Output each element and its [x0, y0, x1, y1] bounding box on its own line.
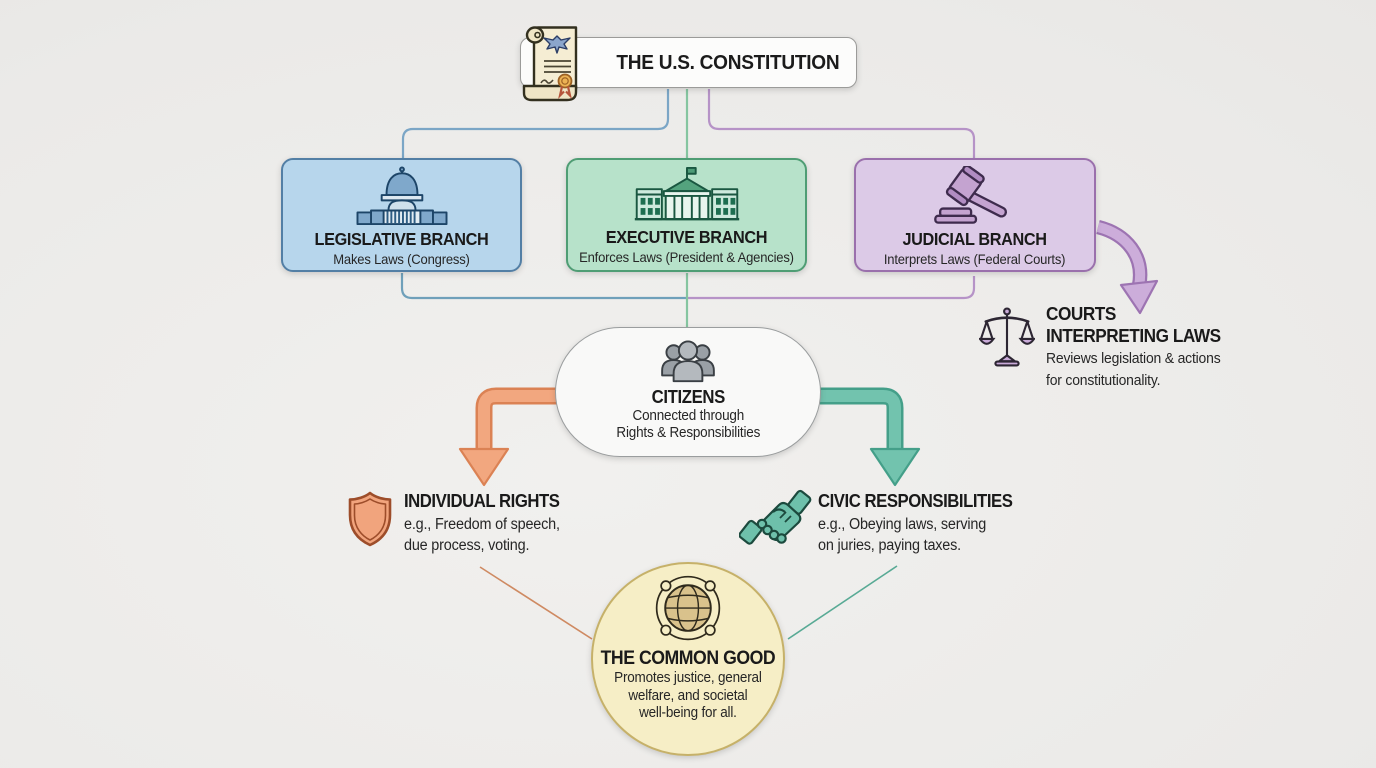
common-good-circle: THE COMMON GOOD Promotes justice, genera…	[591, 562, 785, 756]
rights-body-line1: e.g., Freedom of speech,	[404, 515, 560, 533]
branch-desc: Enforces Laws (President & Agencies)	[579, 249, 794, 265]
executive-branch-card: EXECUTIVE BRANCH Enforces Laws (Presiden…	[566, 158, 807, 272]
responsibilities-body-line2: on juries, paying taxes.	[818, 536, 961, 554]
wire-title-to-judicial	[707, 89, 976, 158]
judicial-review-arrow	[1095, 219, 1159, 315]
courts-title-line1: COURTS	[1046, 303, 1116, 324]
citizens-pill: CITIZENS Connected through Rights & Resp…	[555, 327, 821, 457]
branch-name: LEGISLATIVE BRANCH	[314, 229, 489, 249]
courts-title-line2: INTERPRETING LAWS	[1046, 324, 1221, 346]
wire-legislative-to-citizens	[400, 273, 688, 300]
wire-responsibilities-to-common-good	[787, 565, 898, 640]
wire-title-to-legislative	[401, 89, 670, 158]
gavel-icon	[934, 166, 1008, 224]
scales-of-justice-icon	[979, 307, 1035, 367]
responsibilities-body-line1: e.g., Obeying laws, serving	[818, 515, 987, 533]
courts-body-line2: for constitutionality.	[1046, 371, 1161, 389]
globe-network-icon	[655, 575, 721, 641]
rights-title: INDIVIDUAL RIGHTS	[404, 491, 560, 511]
branch-name: JUDICIAL BRANCH	[902, 229, 1048, 249]
capitol-icon	[356, 166, 447, 226]
citizens-desc-line2: Rights & Responsibilities	[616, 425, 760, 441]
rights-arrow	[458, 387, 557, 487]
shield-icon	[346, 490, 394, 553]
constitution-scroll-icon	[514, 23, 592, 103]
handshake-icon	[738, 489, 813, 552]
branch-name: EXECUTIVE BRANCH	[605, 227, 768, 247]
courts-note: COURTS INTERPRETING LAWS Reviews legisla…	[979, 303, 1234, 389]
common-good-body-line2: welfare, and societal	[628, 687, 748, 704]
citizens-desc-line1: Connected through	[632, 408, 744, 424]
legislative-branch-card: LEGISLATIVE BRANCH Makes Laws (Congress)	[281, 158, 522, 272]
responsibilities-title: CIVIC RESPONSIBILITIES	[818, 491, 1013, 511]
people-group-icon	[661, 340, 715, 383]
citizens-title: CITIZENS	[651, 387, 725, 407]
responsibilities-arrow	[820, 387, 921, 487]
diagram-title: THE U.S. CONSTITUTION	[616, 50, 839, 74]
common-good-body-line3: well-being for all.	[639, 705, 737, 721]
rights-body-line2: due process, voting.	[404, 536, 530, 554]
common-good-title: THE COMMON GOOD	[600, 648, 776, 669]
judicial-branch-card: JUDICIAL BRANCH Interprets Laws (Federal…	[854, 158, 1096, 272]
civic-responsibilities-note: CIVIC RESPONSIBILITIES e.g., Obeying law…	[818, 491, 1027, 555]
branch-desc: Interprets Laws (Federal Courts)	[884, 251, 1066, 267]
wire-rights-to-common-good	[479, 566, 593, 640]
courts-body-line1: Reviews legislation & actions	[1046, 350, 1221, 367]
white-house-icon	[634, 166, 739, 221]
wire-judicial-to-citizens	[688, 276, 976, 300]
branch-desc: Makes Laws (Congress)	[333, 251, 470, 267]
common-good-body-line1: Promotes justice, general	[614, 670, 762, 686]
individual-rights-note: INDIVIDUAL RIGHTS e.g., Freedom of speec…	[404, 491, 572, 555]
